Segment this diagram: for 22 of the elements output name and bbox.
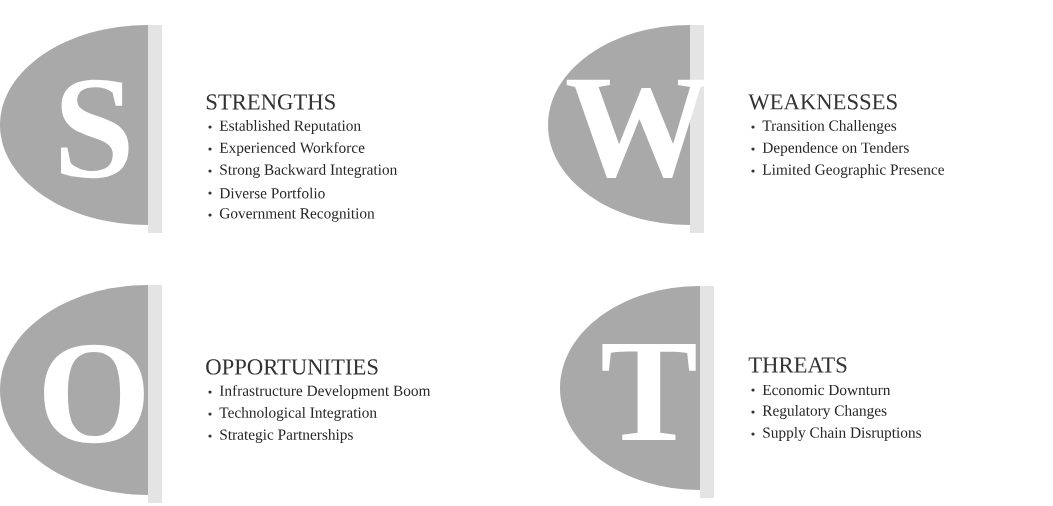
heading: THREATS	[748, 357, 847, 373]
bullet-item: Supply Chain Disruptions	[763, 427, 922, 441]
heading: WEAKNESSES	[748, 94, 897, 110]
bullet-item: Established Reputation	[219, 120, 361, 134]
bullet-item: Infrastructure Development Boom	[219, 384, 431, 399]
heading: OPPORTUNITIES	[206, 359, 378, 375]
bullet-item: Transition Challenges	[762, 120, 897, 134]
heading: STRENGTHS	[206, 94, 335, 110]
bullet-item: Strategic Partnerships	[220, 429, 353, 443]
bullet-item: Limited Geographic Presence	[762, 164, 944, 178]
half-disc: W	[548, 25, 710, 233]
bullet-item: Experienced Workforce	[219, 141, 365, 156]
half-disc: O	[0, 285, 162, 503]
bullet-item: Technological Integration	[219, 407, 377, 421]
bullet-item: Government Recognition	[219, 208, 375, 222]
bullet-item: Regulatory Changes	[762, 405, 887, 419]
bullet-item: Economic Downturn	[762, 384, 891, 396]
bullet-item: Diverse Portfolio	[219, 187, 325, 199]
half-disc: T	[560, 286, 714, 498]
bullet-item: Strong Backward Integration	[220, 164, 398, 178]
bullet-item: Dependence on Tenders	[762, 142, 909, 156]
half-disc: S	[0, 25, 162, 233]
